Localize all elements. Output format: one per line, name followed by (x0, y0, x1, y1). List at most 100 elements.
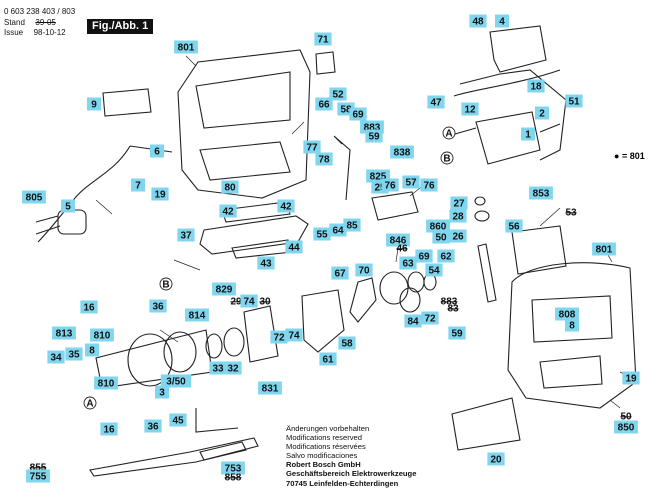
part-number-text: 2 (539, 109, 545, 120)
plunger-rod (474, 196, 497, 303)
part-number-text: 74 (288, 331, 300, 342)
part-label-58: 58 (338, 336, 356, 350)
footer-notice-de: Änderungen vorbehalten (286, 424, 370, 433)
part-label-3: 3 (155, 385, 169, 399)
part-label-813: 813 (52, 326, 76, 340)
part-number-text: 74 (243, 297, 255, 308)
part-label-8: 8 (565, 318, 579, 332)
part-label-19: 19 (151, 187, 169, 201)
part-label-1: 1 (521, 127, 535, 141)
part-label-846: 846 (386, 233, 410, 247)
part-label-55: 55 (313, 227, 331, 241)
part-label-74: 74 (285, 328, 303, 342)
part-label-755: 755 (26, 469, 50, 483)
part-number-text: 8 (569, 321, 575, 332)
part-number-text: 4 (499, 17, 505, 28)
part-number-text: 858 (225, 473, 242, 484)
part-number-text: 76 (384, 181, 396, 192)
part-number-text: A (86, 399, 93, 410)
part-label-42: 42 (277, 199, 295, 213)
part-number-text: 54 (428, 266, 440, 277)
part-label-B: B (159, 277, 173, 291)
part-label-7: 7 (131, 178, 145, 192)
part-label-67: 67 (331, 266, 349, 280)
gear-housing-plate (243, 305, 279, 363)
bearing-parts (205, 327, 245, 359)
part-number-text: 805 (26, 193, 43, 204)
part-label-44: 44 (285, 240, 303, 254)
part-number-text: 46 (396, 244, 408, 255)
part-number-text: 34 (50, 353, 62, 364)
hex-key (195, 408, 239, 433)
part-number-text: 59 (368, 132, 380, 143)
issue-value: 98-10-12 (33, 28, 66, 37)
part-label-858: 858 (225, 473, 242, 484)
part-label-84: 84 (404, 314, 422, 328)
part-label-753: 753 (221, 461, 245, 475)
part-label-45: 45 (169, 413, 187, 427)
footer-notice-es: Salvo modificaciones (286, 451, 358, 461)
part-label-69: 69 (415, 249, 433, 263)
part-number-text: 58 (340, 105, 352, 116)
part-label-18: 18 (527, 79, 545, 93)
part-label-71: 71 (314, 32, 332, 46)
part-number-text: 58 (341, 339, 353, 350)
part-number-text: 62 (440, 252, 452, 263)
legend-marker: ● (614, 151, 620, 161)
part-label-47: 47 (427, 95, 445, 109)
part-number-text: 26 (452, 232, 464, 243)
part-label-801: 801 (592, 242, 616, 256)
part-label-43: 43 (257, 256, 275, 270)
part-label-5: 5 (61, 199, 75, 213)
part-label-76: 76 (420, 178, 438, 192)
part-number-text: 78 (318, 155, 330, 166)
part-number-text: 52 (332, 90, 344, 101)
footer-notice-en: Modifications reserved (286, 433, 362, 443)
part-number-text: 801 (596, 245, 613, 256)
legend-text: = 801 (621, 151, 645, 161)
part-label-A: A (442, 126, 456, 140)
part-number-text: 64 (332, 226, 344, 237)
part-number-text: 813 (56, 329, 73, 340)
blade-guide-plate (221, 201, 291, 223)
part-number-text: 801 (178, 43, 195, 54)
part-number-text: 85 (346, 221, 358, 232)
part-label-66: 66 (315, 97, 333, 111)
part-label-829: 829 (212, 282, 236, 296)
part-label-4: 4 (495, 14, 509, 28)
part-number-text: 814 (189, 311, 206, 322)
part-number-text: 19 (154, 190, 166, 201)
part-label-9: 9 (87, 97, 101, 111)
part-label-853: 853 (529, 186, 553, 200)
part-number-text: 51 (568, 97, 580, 108)
switch-grip-cover (102, 88, 152, 117)
part-number-text: 860 (430, 222, 447, 233)
issue-label: Issue (4, 28, 24, 37)
part-label-883: 883 (441, 297, 458, 308)
motor-housing (177, 49, 311, 199)
cam-lever-70 (349, 277, 377, 323)
part-label-59: 59 (365, 129, 383, 143)
part-number-text: 37 (180, 231, 192, 242)
handle-housing (507, 262, 637, 409)
part-number-text: 16 (83, 303, 95, 314)
part-label-26: 26 (449, 229, 467, 243)
part-number-text: 16 (103, 425, 115, 436)
part-label-B: B (440, 151, 454, 165)
part-number-text: 1 (525, 130, 531, 141)
part-label-64: 64 (329, 223, 347, 237)
part-label-810: 810 (90, 328, 114, 342)
part-number-text: 850 (618, 423, 635, 434)
part-number-text: 829 (216, 285, 233, 296)
plug (35, 209, 87, 235)
part-label-80: 80 (221, 180, 239, 194)
part-label-76: 76 (381, 178, 399, 192)
part-number-text: 84 (407, 317, 419, 328)
part-number-text: 43 (260, 259, 272, 270)
part-number-text: 53 (565, 208, 577, 219)
part-number-text: 810 (94, 331, 111, 342)
part-number-text: 48 (472, 17, 484, 28)
part-label-83: 83 (447, 304, 459, 315)
stroke-rod-guide (511, 225, 567, 275)
